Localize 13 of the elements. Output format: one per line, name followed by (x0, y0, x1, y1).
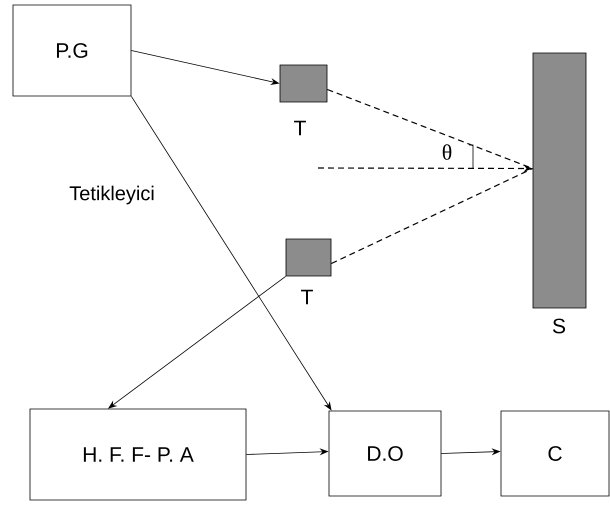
node-caption: S (552, 318, 566, 334)
process-box: C (500, 410, 610, 496)
node-caption: T (301, 290, 313, 304)
sample-bar (532, 52, 586, 308)
angle-label: θ (442, 144, 452, 160)
dashed-line (331, 168, 533, 264)
node-caption: T (294, 120, 306, 136)
process-box: P.G (12, 4, 132, 96)
transducer-box (286, 238, 332, 276)
process-box: H. F. F- P. A (30, 408, 246, 500)
edge-label: Tetikleyici (68, 184, 156, 206)
process-box: D.O (328, 410, 442, 496)
transducer-box (280, 64, 328, 102)
